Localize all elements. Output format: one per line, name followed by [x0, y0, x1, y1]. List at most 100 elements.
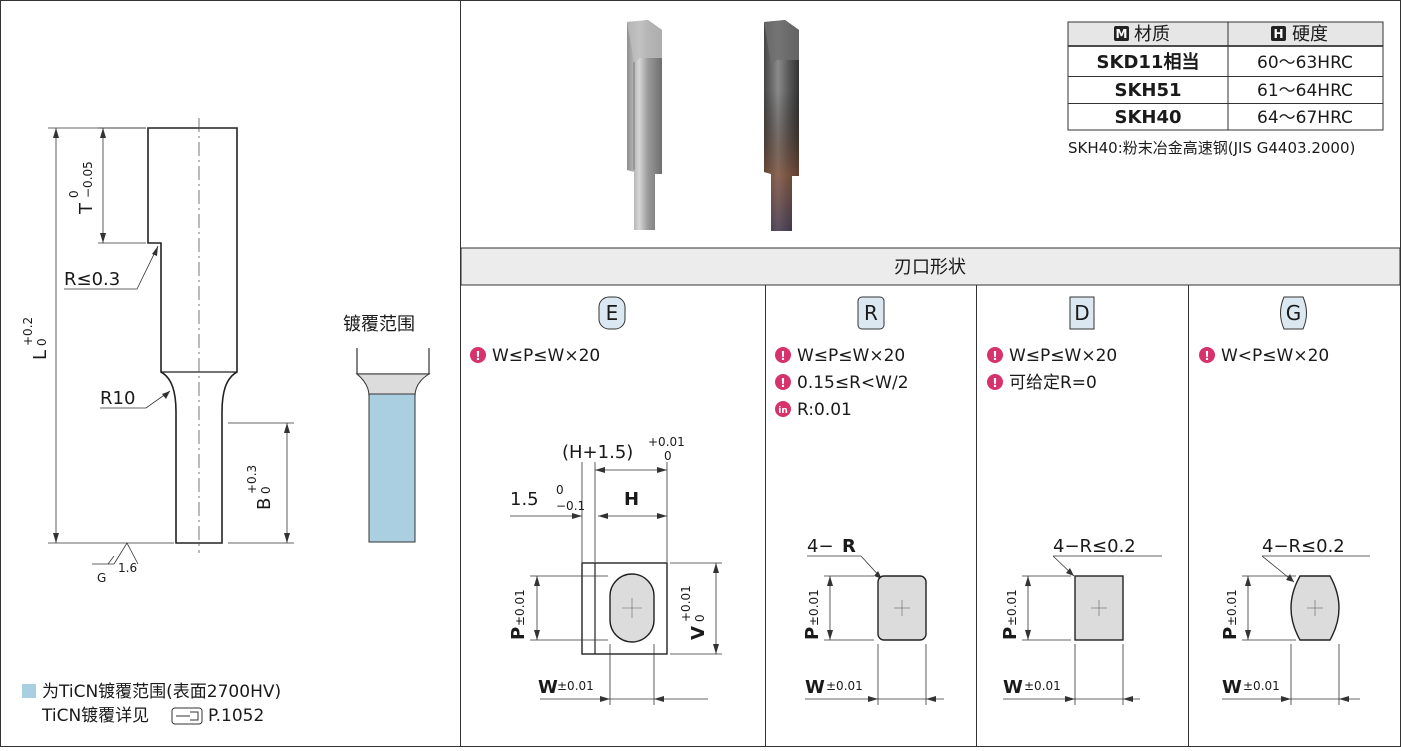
- notes-G: ! W<P≤W×20: [1199, 346, 1329, 366]
- svg-text:R:0.01: R:0.01: [797, 400, 852, 420]
- svg-text:±0.01: ±0.01: [1024, 679, 1061, 693]
- svg-text:R: R: [842, 536, 856, 557]
- pointing-hand-icon: [171, 707, 203, 725]
- notes-D: ! W≤P≤W×20 ! 可给定R=0: [987, 346, 1117, 393]
- dim-B-label: B +0.3 0: [245, 465, 275, 510]
- punch-drawing: T 0 −0.05 L +0.2 0 R≤0.3 R10 B +0.3: [21, 118, 294, 585]
- svg-text:−0.1: −0.1: [556, 499, 585, 513]
- svg-text:±0.01: ±0.01: [1005, 589, 1019, 626]
- notes-E: ! W≤P≤W×20: [470, 346, 600, 366]
- svg-text:W: W: [1222, 677, 1242, 698]
- svg-text:W: W: [1003, 677, 1023, 698]
- svg-text:1.6: 1.6: [118, 561, 137, 575]
- svg-text:1.5: 1.5: [510, 489, 539, 510]
- shape-code-R: R: [857, 296, 885, 330]
- shape-code-D: D: [1069, 296, 1095, 330]
- warning-icon: [775, 347, 791, 363]
- legend-page-link[interactable]: P.1052: [208, 706, 264, 726]
- svg-text:W≤P≤W×20: W≤P≤W×20: [492, 346, 600, 366]
- svg-text:P: P: [508, 627, 529, 640]
- min-value-icon: [775, 401, 791, 417]
- svg-text:M: M: [1116, 27, 1128, 41]
- svg-text:(H+1.5): (H+1.5): [562, 442, 633, 463]
- shape-code-G: G: [1280, 296, 1307, 330]
- punch-outline: [147, 127, 238, 544]
- svg-text:!: !: [1204, 349, 1209, 363]
- svg-text:H: H: [1273, 27, 1283, 41]
- svg-text:0: 0: [67, 190, 81, 198]
- svg-text:0: 0: [693, 614, 707, 622]
- warning-icon: [1199, 347, 1215, 363]
- coating-range-figure: 镀覆范围: [343, 314, 431, 543]
- svg-text:W≤P≤W×20: W≤P≤W×20: [797, 346, 905, 366]
- svg-text:!: !: [992, 349, 997, 363]
- product-photo-2: [764, 20, 799, 231]
- material-note: SKH40:粉末冶金高速钢(JIS G4403.2000): [1068, 139, 1355, 157]
- cell-material: SKH51: [1114, 80, 1181, 101]
- svg-text:L: L: [30, 350, 51, 360]
- cell-hardness: 61～64HRC: [1257, 81, 1353, 101]
- svg-text:B: B: [254, 498, 275, 510]
- svg-text:0: 0: [259, 486, 273, 494]
- svg-text:G: G: [1286, 301, 1302, 325]
- svg-text:±0.01: ±0.01: [513, 589, 527, 626]
- svg-text:±0.01: ±0.01: [557, 679, 594, 693]
- warning-icon: [470, 347, 486, 363]
- svg-text:+0.3: +0.3: [245, 465, 259, 494]
- svg-text:±0.01: ±0.01: [807, 589, 821, 626]
- svg-text:P: P: [1000, 627, 1021, 640]
- svg-text:G: G: [97, 571, 106, 585]
- svg-text:W: W: [538, 677, 558, 698]
- th-hardness: 硬度: [1292, 24, 1328, 45]
- svg-text:±0.01: ±0.01: [826, 679, 863, 693]
- cell-hardness: 60～63HRC: [1257, 53, 1353, 73]
- surface-roughness-symbol: 1.6 G: [92, 542, 139, 585]
- svg-text:!: !: [475, 349, 480, 363]
- svg-text:±0.01: ±0.01: [1225, 589, 1239, 626]
- svg-text:−0.05: −0.05: [81, 161, 95, 198]
- svg-text:P: P: [1220, 627, 1241, 640]
- svg-text:H: H: [624, 489, 639, 510]
- legend-line1: 为TiCN镀覆范围(表面2700HV): [42, 682, 281, 702]
- svg-text:+0.2: +0.2: [21, 317, 35, 346]
- svg-text:4−R≤0.2: 4−R≤0.2: [1053, 536, 1136, 557]
- cell-material: SKD11相当: [1097, 51, 1200, 73]
- svg-text:!: !: [992, 376, 997, 390]
- shape-R-drawing: 4− R P ±0.01 W ±0.01: [802, 536, 944, 705]
- shape-G-drawing: 4−R≤0.2 P ±0.01 W ±0.01: [1220, 536, 1370, 705]
- section-title: 刃口形状: [894, 257, 966, 278]
- cell-hardness: 64～67HRC: [1257, 108, 1353, 128]
- shape-D-drawing: 4−R≤0.2 P ±0.01 W ±0.01: [1000, 536, 1162, 705]
- notes-R: ! W≤P≤W×20 ! 0.15≤R<W/2 in R:0.01: [775, 346, 909, 420]
- svg-text:4−R≤0.2: 4−R≤0.2: [1262, 536, 1345, 557]
- material-hardness-table: M 材质 H 硬度 SKD11相当 60～63HRC SKH51 61～64HR…: [1067, 21, 1384, 131]
- svg-text:in: in: [778, 406, 788, 416]
- coating-range-title: 镀覆范围: [343, 314, 415, 335]
- material-badge-icon: [1114, 26, 1129, 41]
- svg-text:+0.01: +0.01: [648, 435, 685, 449]
- svg-text:0: 0: [556, 483, 564, 497]
- r10-leader-label: R10: [100, 388, 135, 409]
- svg-text:T: T: [76, 202, 97, 215]
- product-photo-1: [627, 20, 662, 230]
- dim-L-label: L +0.2 0: [21, 317, 51, 360]
- svg-text:0: 0: [35, 338, 49, 346]
- svg-text:W: W: [805, 677, 825, 698]
- radius-leader-label: R≤0.3: [64, 269, 120, 290]
- legend-swatch: [22, 684, 36, 698]
- section-header-bar: [460, 247, 1401, 286]
- svg-text:R: R: [864, 301, 878, 325]
- svg-text:W≤P≤W×20: W≤P≤W×20: [1009, 346, 1117, 366]
- shape-E-drawing: (H+1.5) +0.01 0 H 1.5 0 −0.1 P ±0.01: [508, 435, 722, 705]
- svg-text:W<P≤W×20: W<P≤W×20: [1221, 346, 1329, 366]
- svg-text:P: P: [802, 627, 823, 640]
- warning-icon: [987, 347, 1003, 363]
- svg-text:可给定R=0: 可给定R=0: [1009, 373, 1097, 393]
- legend-line2-prefix: TiCN镀覆详见: [41, 706, 149, 726]
- svg-text:4−: 4−: [807, 536, 834, 557]
- svg-text:+0.01: +0.01: [679, 585, 693, 622]
- warning-icon: [775, 374, 791, 390]
- warning-icon: [987, 374, 1003, 390]
